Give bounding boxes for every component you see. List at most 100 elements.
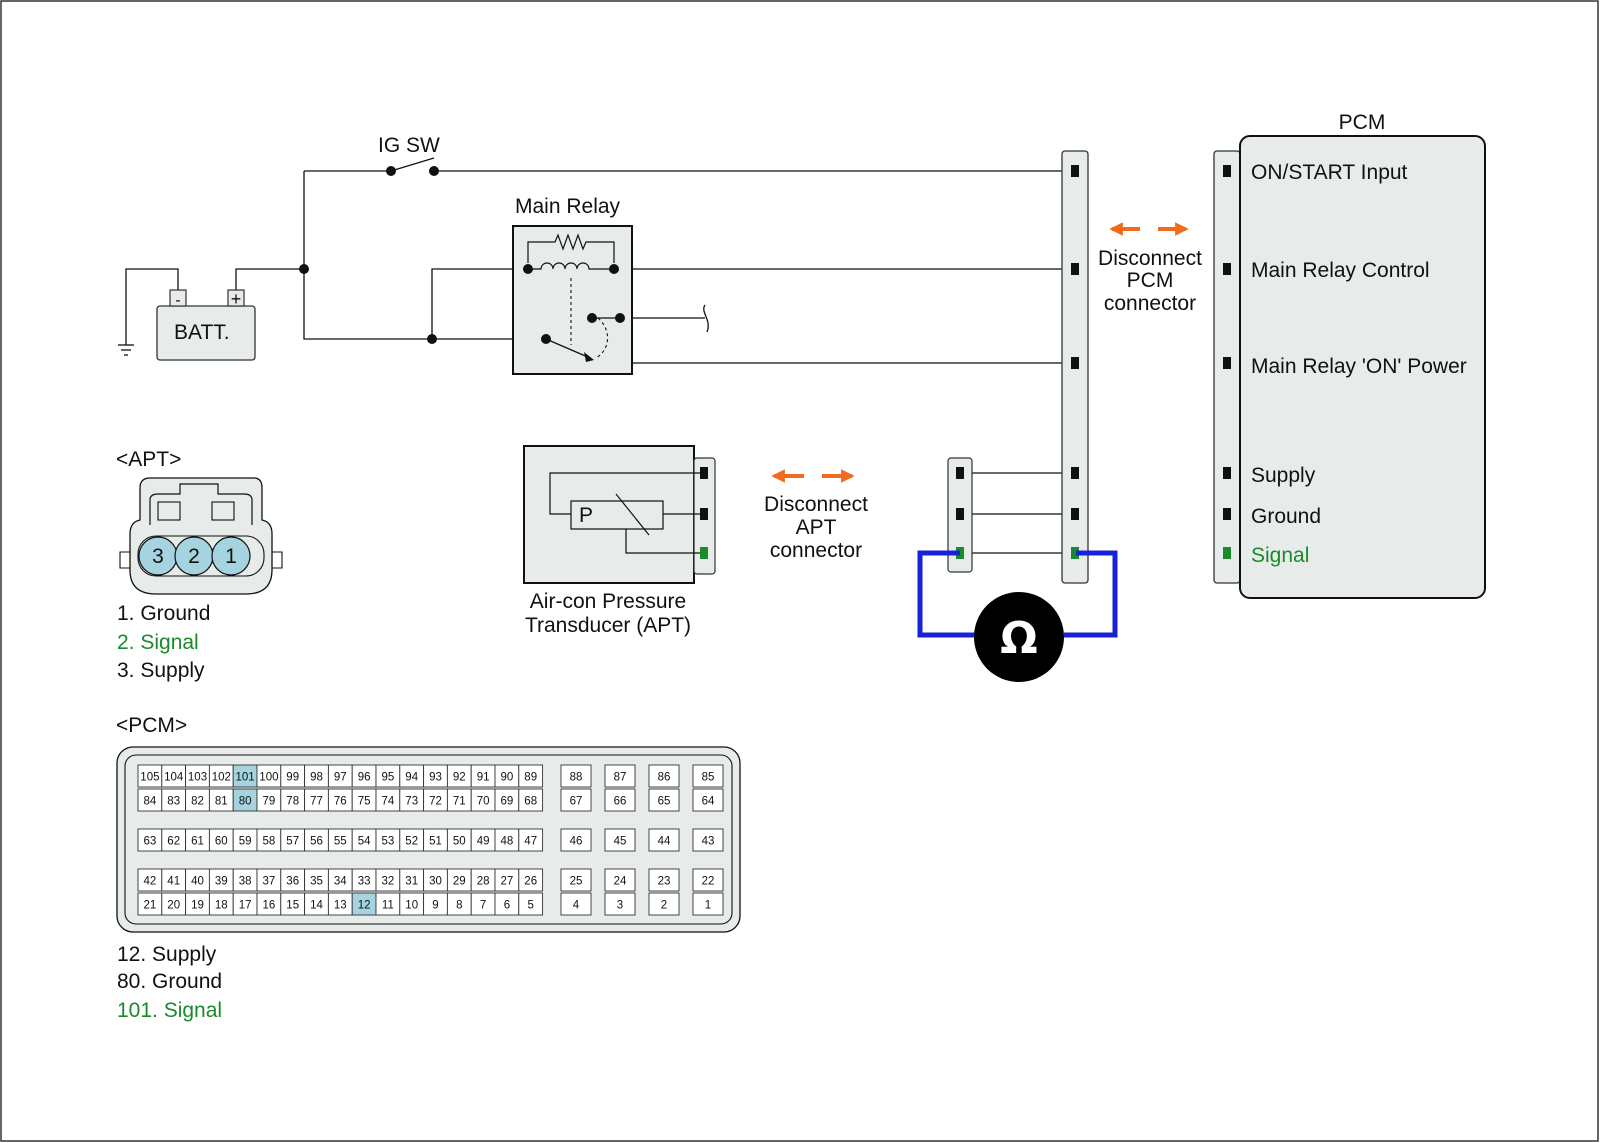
- pcm-terminal-label: Signal: [1251, 544, 1309, 567]
- pcm-pin-number: 78: [286, 796, 299, 808]
- pcm-pin-number: 21: [144, 900, 157, 912]
- pcm-pin-number: 68: [524, 796, 537, 808]
- pcm-pin-number: 38: [239, 876, 252, 888]
- pcm-pin-number: 83: [167, 796, 180, 808]
- pcm-pin-number: 91: [477, 772, 490, 784]
- pcm-pin-number: 29: [453, 876, 466, 888]
- pcm-pin-cell: [518, 892, 544, 916]
- disconnect-pcm-line3: connector: [1104, 292, 1196, 315]
- pcm-pin-number: 105: [140, 772, 159, 784]
- pcm-harness-connector[interactable]: [1061, 150, 1089, 584]
- pcm-pin-cell: [518, 764, 544, 788]
- ignition-switch: IG SW: [378, 134, 440, 176]
- pcm-pin-cell: [604, 828, 636, 852]
- pcm-pin-number: 10: [405, 900, 418, 912]
- pcm-pin-number: 50: [453, 836, 466, 848]
- pcm-pin-number: 104: [164, 772, 184, 784]
- apt-connector-face: <APT> 3 2 1: [116, 448, 283, 595]
- pcm-pin-number: 87: [614, 772, 627, 784]
- apt-legend-item: 3. Supply: [117, 659, 205, 682]
- pcm-pin-cell: [648, 764, 680, 788]
- pcm-pin-cell: [560, 764, 592, 788]
- pcm-pin-number: 82: [191, 796, 204, 808]
- pcm-pin-cell: [518, 788, 544, 812]
- pcm-pin-number: 93: [429, 772, 442, 784]
- pcm-pin-number: 94: [405, 772, 418, 784]
- pcm-pin-number: 72: [429, 796, 442, 808]
- pcm-legend-item: 80. Ground: [117, 970, 222, 993]
- pcm-pin-number: 31: [405, 876, 418, 888]
- pcm-pin-number: 24: [614, 876, 627, 888]
- pcm-pin-number: 59: [239, 836, 252, 848]
- junction-dot: [427, 334, 437, 344]
- pcm-pin-number: 39: [215, 876, 228, 888]
- apt-legend-item: 2. Signal: [117, 631, 199, 654]
- pcm-pin-number: 63: [144, 836, 157, 848]
- pcm-pin-number: 77: [310, 796, 323, 808]
- pcm-pin-cell: [648, 892, 680, 916]
- pcm-pin-number: 66: [614, 796, 627, 808]
- pcm-pin-number: 99: [286, 772, 299, 784]
- pcm-pin-number: 40: [191, 876, 204, 888]
- pcm-terminal-label: ON/START Input: [1251, 161, 1408, 184]
- pcm-pin-number: 18: [215, 900, 228, 912]
- pcm-pin-number: 56: [310, 836, 323, 848]
- disconnect-pcm-line1: Disconnect: [1098, 247, 1202, 270]
- pcm-pin-number: 65: [658, 796, 671, 808]
- pcm-pin-number: 96: [358, 772, 371, 784]
- sensor-p-label: P: [579, 504, 593, 527]
- pcm-pin-number: 69: [501, 796, 514, 808]
- pcm-pin-number: 54: [358, 836, 371, 848]
- pcm-pin-number: 101: [236, 772, 255, 784]
- apt-connector-title: <APT>: [116, 448, 181, 471]
- pcm-pin-number: 46: [570, 836, 583, 848]
- pcm-pin-number: 44: [658, 836, 671, 848]
- apt-harness-connector[interactable]: [947, 457, 973, 573]
- pcm-pin-number: 71: [453, 796, 466, 808]
- pcm-pin-number: 34: [334, 876, 347, 888]
- pcm-pin-number: 37: [263, 876, 276, 888]
- disconnect-pcm-line2: PCM: [1127, 269, 1174, 292]
- pcm-pin-number: 92: [453, 772, 466, 784]
- pcm-connector-title: <PCM>: [116, 714, 187, 737]
- battery-minus-label: -: [175, 292, 180, 309]
- pcm-pin-cell: [560, 828, 592, 852]
- pcm-pin-number: 26: [524, 876, 537, 888]
- pcm-pin-cell: [648, 788, 680, 812]
- pcm-pin-cell: [692, 892, 724, 916]
- apt-pin-label: 2: [188, 545, 200, 568]
- pcm-pin-number: 47: [524, 836, 537, 848]
- pcm-pin-number: 30: [429, 876, 442, 888]
- pcm-pin-number: 2: [661, 900, 667, 912]
- pcm-legend-item: 101. Signal: [117, 999, 222, 1022]
- pcm-pin-number: 19: [191, 900, 204, 912]
- pcm-pin-cell: [692, 828, 724, 852]
- ig-sw-label: IG SW: [378, 134, 440, 157]
- apt-legend-item: 1. Ground: [117, 602, 210, 625]
- pcm-pin-number: 23: [658, 876, 671, 888]
- pcm-pin-number: 43: [702, 836, 715, 848]
- pcm-pin-number: 53: [382, 836, 395, 848]
- pcm-pin-cell: [604, 868, 636, 892]
- ground-icon: [118, 344, 134, 356]
- pcm-pin-number: 58: [263, 836, 276, 848]
- pcm-pin-number: 13: [334, 900, 347, 912]
- pcm-pin-number: 98: [310, 772, 323, 784]
- apt-sensor: P Air-con Pressure Transducer (APT): [523, 445, 716, 637]
- pcm-pin-cell: [692, 788, 724, 812]
- pcm-pin-number: 17: [239, 900, 252, 912]
- pcm-pin-number: 22: [702, 876, 715, 888]
- pcm-pin-number: 76: [334, 796, 347, 808]
- pcm-pin-number: 103: [188, 772, 207, 784]
- pcm-pin-number: 45: [614, 836, 627, 848]
- pcm-pin-number: 9: [432, 900, 438, 912]
- pcm-pin-number: 5: [527, 900, 533, 912]
- pcm-pin-number: 62: [167, 836, 180, 848]
- apt-pin-label: 3: [152, 545, 164, 568]
- junction-dot: [299, 264, 309, 274]
- pcm-pin-number: 75: [358, 796, 371, 808]
- pcm-pin-number: 33: [358, 876, 371, 888]
- pcm-module: PCM ON/START Input Main Relay Control Ma…: [1213, 111, 1486, 599]
